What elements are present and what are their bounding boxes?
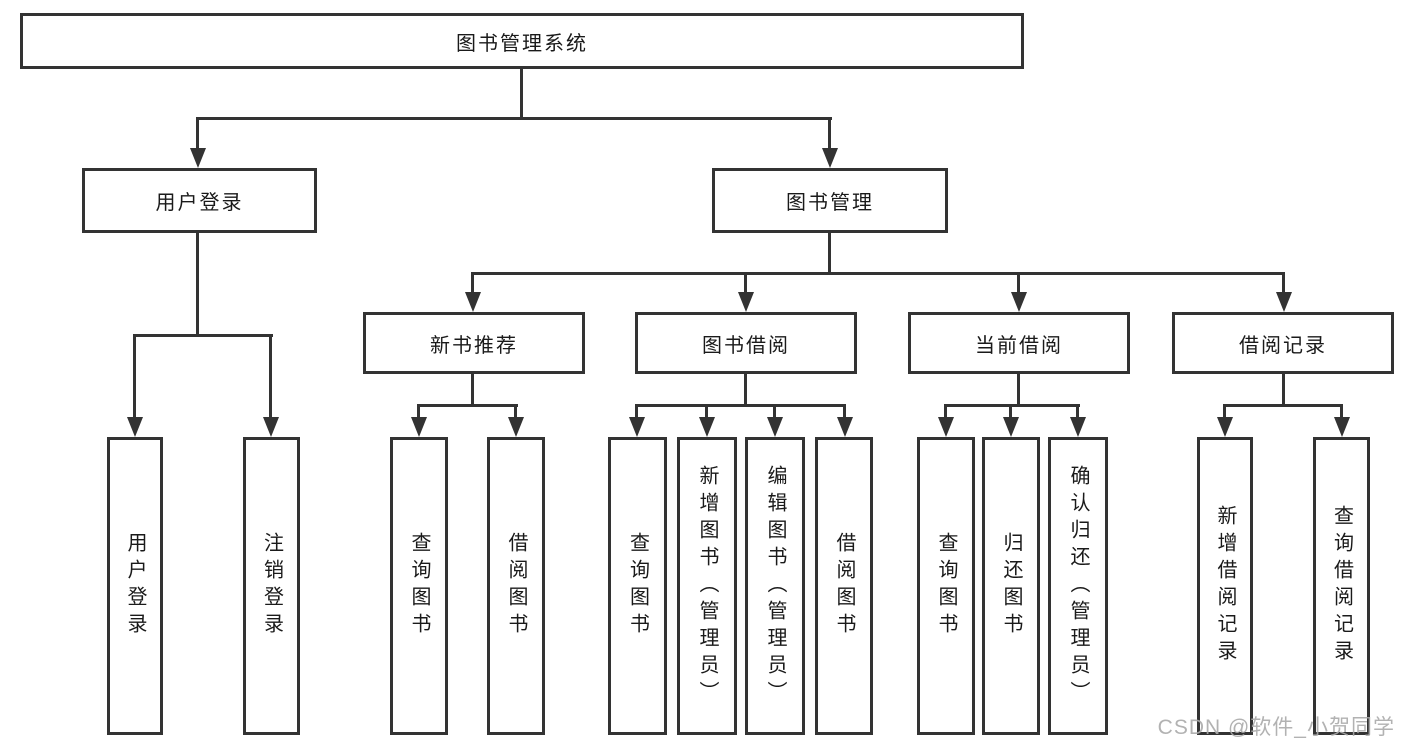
connector-line (1223, 404, 1226, 420)
connector-line (944, 404, 947, 420)
leaf-records-add-record: 新增借阅记录 (1197, 437, 1253, 735)
arrow-down-icon (190, 148, 206, 168)
connector-line (1076, 404, 1079, 420)
arrow-down-icon (938, 417, 954, 437)
connector-line (471, 272, 474, 296)
leaf-label: 借阅图书 (833, 532, 855, 640)
leaf-newbook-borrow-books: 借阅图书 (487, 437, 545, 735)
leaf-newbook-query-books: 查询图书 (390, 437, 448, 735)
connector-line (471, 372, 474, 407)
leaf-label: 查询图书 (408, 532, 430, 640)
arrow-down-icon (465, 292, 481, 312)
node-current-borrow: 当前借阅 (908, 312, 1130, 374)
connector-line (417, 404, 518, 407)
connector-line (196, 231, 199, 337)
connector-line (1009, 404, 1012, 420)
node-label: 当前借阅 (975, 334, 1063, 357)
connector-line (196, 117, 832, 120)
connector-line (1340, 404, 1343, 420)
leaf-current-confirm-return-admin: 确认归还（管理员） (1048, 437, 1108, 735)
arrow-down-icon (738, 292, 754, 312)
leaf-label: 新增图书（管理员） (696, 464, 718, 708)
leaf-current-return-books: 归还图书 (982, 437, 1040, 735)
leaf-label: 用户登录 (124, 532, 146, 640)
arrow-down-icon (127, 417, 143, 437)
connector-line (133, 334, 273, 337)
node-book-borrow: 图书借阅 (635, 312, 857, 374)
connector-line (773, 404, 776, 420)
connector-line (705, 404, 708, 420)
connector-line (944, 404, 1080, 407)
connector-line (635, 404, 638, 420)
leaf-label: 编辑图书（管理员） (764, 464, 786, 708)
connector-line (843, 404, 846, 420)
node-borrow-records: 借阅记录 (1172, 312, 1394, 374)
leaf-label: 新增借阅记录 (1214, 505, 1236, 667)
connector-line (520, 68, 523, 120)
leaf-borrow-query-books: 查询图书 (608, 437, 667, 735)
connector-line (1282, 372, 1285, 407)
arrow-down-icon (1217, 417, 1233, 437)
csdn-watermark: CSDN @软件_小贺同学 (1157, 716, 1395, 739)
leaf-label: 查询借阅记录 (1330, 505, 1353, 667)
arrow-down-icon (837, 417, 853, 437)
leaf-borrow-borrow-books: 借阅图书 (815, 437, 873, 735)
arrow-down-icon (1276, 292, 1292, 312)
node-label: 用户登录 (155, 192, 244, 214)
connector-line (196, 117, 199, 151)
leaf-label: 注销登录 (260, 532, 283, 640)
arrow-down-icon (699, 417, 715, 437)
arrow-down-icon (1070, 417, 1086, 437)
leaf-label: 归还图书 (1000, 532, 1022, 640)
arrow-down-icon (1003, 417, 1019, 437)
leaf-label: 查询图书 (935, 532, 957, 640)
leaf-current-query-books: 查询图书 (917, 437, 975, 735)
leaf-borrow-edit-books-admin: 编辑图书（管理员） (745, 437, 805, 735)
connector-line (417, 404, 420, 420)
arrow-down-icon (1334, 417, 1350, 437)
arrow-down-icon (629, 417, 645, 437)
connector-line (133, 334, 136, 420)
leaf-borrow-add-books-admin: 新增图书（管理员） (677, 437, 737, 735)
arrow-down-icon (822, 148, 838, 168)
node-book-management: 图书管理 (712, 168, 948, 233)
node-user-login: 用户登录 (82, 168, 317, 233)
connector-line (744, 272, 747, 296)
arrow-down-icon (263, 417, 279, 437)
connector-line (1282, 272, 1285, 296)
leaf-label: 查询图书 (626, 532, 649, 640)
node-label: 图书管理 (786, 192, 874, 214)
connector-line (1017, 372, 1020, 407)
node-library-management-system: 图书管理系统 (20, 13, 1024, 69)
node-label: 图书管理系统 (456, 32, 588, 55)
connector-line (514, 404, 517, 420)
node-label: 新书推荐 (430, 334, 518, 357)
connector-line (471, 272, 1285, 275)
connector-line (744, 372, 747, 407)
arrow-down-icon (411, 417, 427, 437)
connector-line (1223, 404, 1343, 407)
connector-line (635, 404, 846, 407)
connector-line (269, 334, 272, 420)
connector-line (828, 231, 831, 275)
arrow-down-icon (767, 417, 783, 437)
node-label: 借阅记录 (1239, 334, 1327, 357)
node-new-book-recommend: 新书推荐 (363, 312, 585, 374)
arrow-down-icon (1011, 292, 1027, 312)
leaf-label: 借阅图书 (505, 532, 527, 640)
arrow-down-icon (508, 417, 524, 437)
connector-line (1017, 272, 1020, 296)
leaf-records-query-record: 查询借阅记录 (1313, 437, 1370, 735)
connector-line (828, 117, 831, 151)
leaf-user-login: 用户登录 (107, 437, 163, 735)
leaf-label: 确认归还（管理员） (1067, 464, 1089, 708)
leaf-logout: 注销登录 (243, 437, 300, 735)
node-label: 图书借阅 (702, 334, 790, 357)
